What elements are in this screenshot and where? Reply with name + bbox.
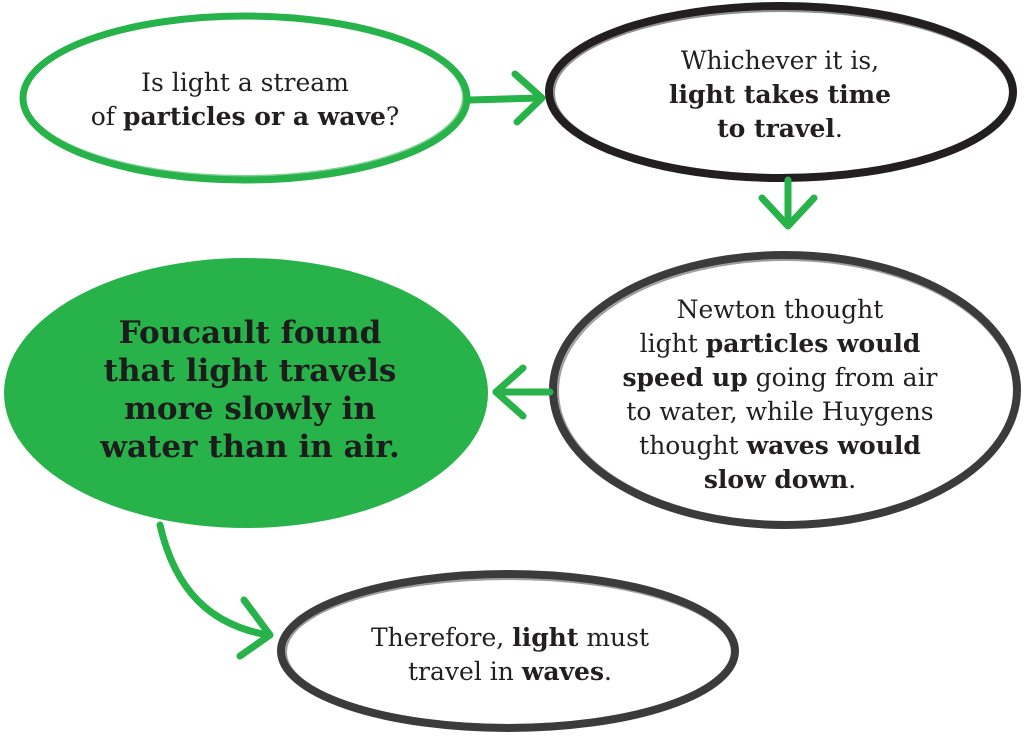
text-phrase: . — [604, 657, 612, 686]
node-foucault-fill — [4, 258, 488, 528]
text-phrase: Whichever it is, — [680, 46, 880, 75]
node-newton-outline-rough — [557, 259, 1015, 523]
node-conclusion-outline — [277, 570, 739, 732]
bold-phrase: light — [512, 623, 579, 652]
node-question-line: of particles or a wave? — [91, 100, 400, 134]
node-newton-line: speed up going from air — [622, 361, 937, 395]
bold-phrase: that light travels — [103, 353, 397, 389]
node-conclusion-line: travel in waves. — [408, 655, 612, 689]
text-phrase: . — [848, 465, 857, 494]
node-time-line: Whichever it is, — [681, 44, 879, 78]
node-newton-line: Newton thought — [677, 293, 884, 327]
node-question-outline-rough — [24, 17, 464, 177]
text-phrase: thought — [639, 431, 747, 460]
node-time-outline — [545, 2, 1017, 182]
node-conclusion-line: Therefore, light must — [371, 621, 649, 655]
node-question-outline — [19, 12, 471, 184]
bold-phrase: to travel — [717, 114, 835, 143]
node-question-text: Is light a stream of particles or a wave? — [60, 50, 430, 150]
node-foucault-line: water than in air. — [100, 428, 399, 466]
bold-phrase: light takes time — [668, 80, 892, 109]
text-phrase: . — [834, 114, 843, 143]
node-time-line: light takes time — [669, 78, 891, 112]
arrow-newton-to-foucault — [492, 364, 554, 420]
text-phrase: Therefore, — [370, 623, 513, 652]
node-time-line: to travel. — [717, 112, 843, 146]
bold-phrase: particles would — [705, 329, 921, 358]
text-phrase: going from air — [747, 363, 938, 392]
node-conclusion-outline-rough — [285, 578, 733, 726]
arrow-question-to-time — [466, 70, 546, 126]
text-phrase: ? — [385, 102, 400, 131]
text-phrase: to water, while Huygens — [626, 397, 934, 426]
text-phrase: light — [639, 329, 706, 358]
bold-phrase: more slowly in — [124, 391, 376, 427]
bold-phrase: water than in air. — [100, 429, 400, 465]
node-foucault-line: more slowly in — [124, 390, 376, 428]
bold-phrase: waves — [521, 657, 605, 686]
bold-phrase: speed up — [622, 363, 748, 392]
bold-phrase: particles or a wave — [122, 102, 386, 131]
text-phrase: Is light a stream — [141, 68, 349, 97]
node-newton-line: thought waves would — [639, 429, 921, 463]
arrow-time-to-newton — [758, 176, 818, 230]
node-time-outline-rough — [553, 10, 1011, 176]
node-newton-line: light particles would — [640, 327, 921, 361]
node-time-text: Whichever it is, light takes time to trave… — [580, 35, 980, 155]
node-question-line: Is light a stream — [141, 66, 349, 100]
node-foucault-line: Foucault found — [119, 314, 382, 352]
arrow-foucault-to-conclusion — [156, 521, 274, 660]
text-phrase: travel in — [408, 657, 522, 686]
node-newton-line: to water, while Huygens — [626, 395, 933, 429]
bold-phrase: Foucault found — [118, 315, 382, 351]
bold-phrase: waves would — [746, 431, 921, 460]
text-phrase: of — [90, 102, 123, 131]
node-newton-line: slow down. — [704, 463, 856, 497]
node-newton-outline — [549, 251, 1021, 529]
text-phrase: must — [578, 623, 650, 652]
bold-phrase: slow down — [703, 465, 849, 494]
node-foucault-line: that light travels — [104, 352, 397, 390]
text-phrase: Newton thought — [676, 295, 884, 324]
